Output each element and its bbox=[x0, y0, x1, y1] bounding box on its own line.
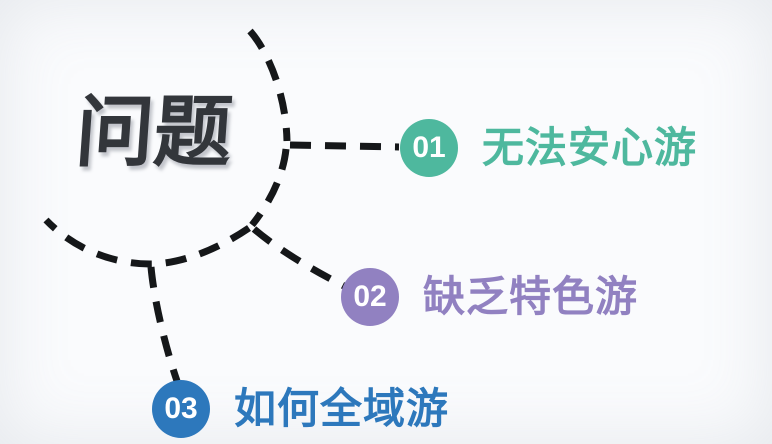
connector-trunk-middle bbox=[249, 148, 290, 228]
connector-branch-01 bbox=[289, 141, 400, 151]
item-01-number: 01 bbox=[412, 131, 446, 164]
connector-branch-02 bbox=[251, 226, 352, 293]
connector-branch-03 bbox=[147, 266, 181, 383]
item-02-number-badge: 02 bbox=[341, 268, 399, 326]
problem-item-02: 02 缺乏特色游 bbox=[341, 268, 638, 326]
diagram-title: 问题 bbox=[72, 88, 236, 176]
item-03-number-badge: 03 bbox=[152, 380, 210, 438]
item-01-number-badge: 01 bbox=[400, 119, 458, 177]
item-02-number: 02 bbox=[353, 280, 387, 313]
problem-item-03: 03 如何全域游 bbox=[152, 380, 449, 438]
connector-trunk-top bbox=[247, 28, 291, 142]
item-03-number: 03 bbox=[164, 392, 198, 425]
item-03-label: 如何全域游 bbox=[234, 385, 450, 432]
item-01-label: 无法安心游 bbox=[482, 124, 698, 171]
connector-curve-left bbox=[43, 217, 251, 268]
item-02-label: 缺乏特色游 bbox=[423, 273, 639, 320]
problem-item-01: 01 无法安心游 bbox=[400, 119, 697, 177]
